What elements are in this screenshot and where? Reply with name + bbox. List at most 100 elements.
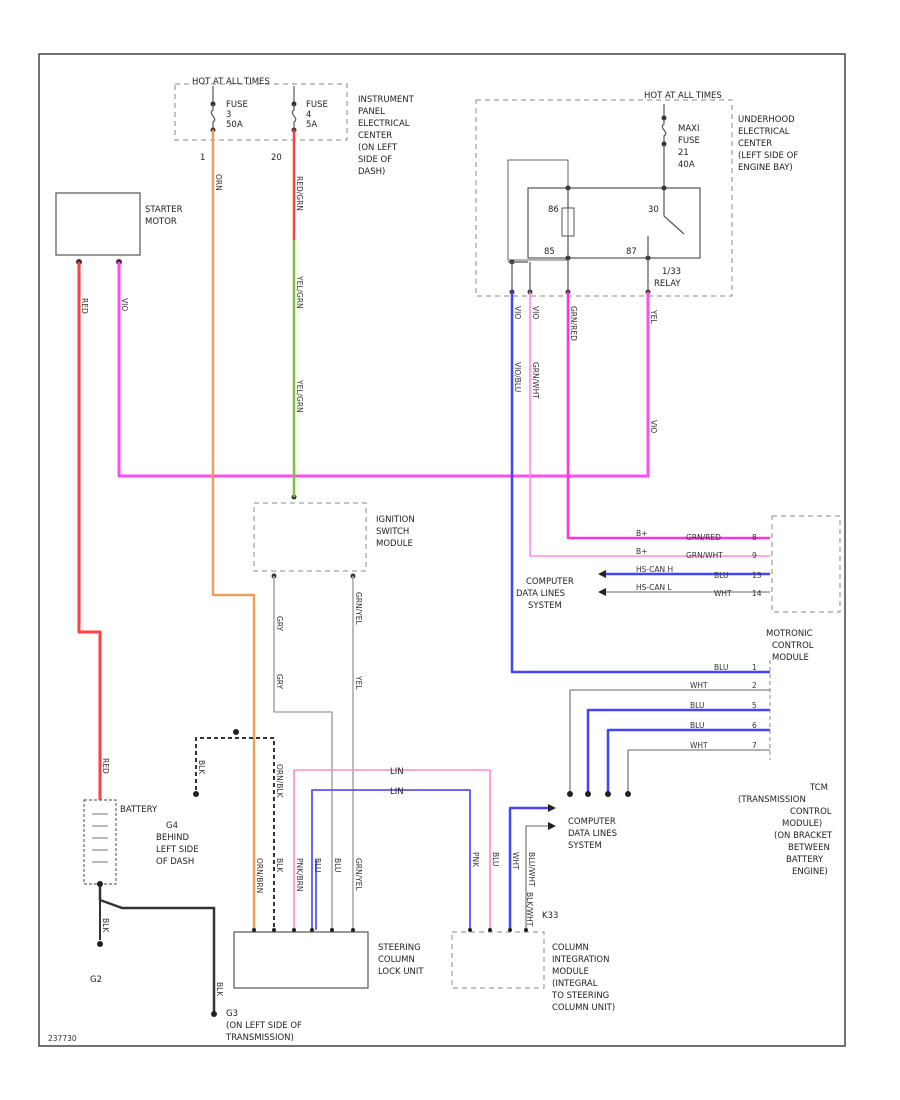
lin-label-2: LIN	[390, 787, 404, 797]
svg-text:7: 7	[752, 741, 757, 750]
relay-coil-icon	[561, 207, 575, 237]
computer-data-lines-lower-label: COMPUTER DATA LINES SYSTEM	[568, 817, 617, 851]
instrument-panel-label: INSTRUMENT PANEL ELECTRICAL CENTER (ON L…	[358, 95, 415, 177]
svg-text:RED: RED	[80, 298, 89, 314]
svg-text:CENTER: CENTER	[738, 139, 772, 149]
wire-starter-violet	[117, 262, 650, 478]
svg-text:SYSTEM: SYSTEM	[528, 601, 562, 611]
svg-text:MOTRONIC: MOTRONIC	[766, 629, 813, 639]
svg-text:13: 13	[752, 571, 762, 580]
figure-id-label: 237730	[48, 1034, 77, 1043]
svg-text:DATA LINES: DATA LINES	[516, 589, 565, 599]
svg-text:YEL/GRN: YEL/GRN	[295, 379, 304, 413]
svg-text:OF DASH: OF DASH	[156, 857, 194, 867]
svg-text:B+: B+	[636, 547, 647, 556]
tcm-connector-rows: B+ GRN/RED 8 B+ GRN/WHT 9 HS-CAN H BLU 1…	[636, 529, 762, 598]
svg-text:BEHIND: BEHIND	[156, 833, 189, 843]
steering-lock-label: STEERING COLUMN LOCK UNIT	[378, 943, 424, 977]
svg-text:LOCK UNIT: LOCK UNIT	[378, 967, 424, 977]
fuse-b-line3: 5A	[306, 120, 317, 130]
hot-at-all-times-right-label: HOT AT ALL TIMES	[644, 91, 722, 101]
svg-text:BLK: BLK	[197, 760, 206, 775]
svg-text:BLK/WHT: BLK/WHT	[525, 892, 534, 927]
svg-text:COMPUTER: COMPUTER	[526, 577, 574, 587]
svg-text:2: 2	[752, 681, 757, 690]
svg-text:GRN/YEL: GRN/YEL	[354, 858, 363, 891]
fuse-c-line1: MAXI	[678, 124, 699, 134]
svg-text:RED/GRN: RED/GRN	[295, 176, 304, 211]
svg-text:STEERING: STEERING	[378, 943, 421, 953]
diagram-frame	[38, 53, 846, 1047]
fuse-b-line2: 4	[306, 110, 311, 120]
svg-text:BLU: BLU	[690, 721, 704, 730]
tcm-module-label: TCM (TRANSMISSION CONTROL MODULE) (ON BR…	[738, 783, 833, 877]
relay-switch-icon	[647, 188, 685, 258]
instrument-panel-fuse-box	[174, 83, 348, 141]
wire-lin-pink	[293, 769, 491, 930]
underhood-electrical-center-box	[475, 99, 733, 297]
fuse-c-line2: FUSE	[678, 136, 700, 146]
svg-text:LEFT SIDE: LEFT SIDE	[156, 845, 199, 855]
g4-ground-point	[233, 729, 239, 735]
svg-text:PANEL: PANEL	[358, 107, 385, 117]
pin-1-label: 1	[200, 153, 205, 163]
svg-text:GRN/YEL: GRN/YEL	[354, 592, 363, 625]
g3-label: G3 (ON LEFT SIDE OF TRANSMISSION)	[225, 1009, 302, 1043]
svg-text:GRN/RED: GRN/RED	[569, 306, 578, 341]
battery-cells-icon	[92, 813, 108, 863]
wire-ign-gry	[273, 576, 333, 930]
svg-text:YEL: YEL	[649, 309, 658, 324]
wire-motronic-wht-1	[569, 689, 770, 792]
battery-label: BATTERY	[120, 805, 158, 815]
svg-text:UNDERHOOD: UNDERHOOD	[738, 115, 795, 125]
motronic-pin-rows: BLU 1 WHT 2 BLU 5 BLU 6 WHT 7	[690, 663, 757, 750]
ignition-switch-module-box	[253, 502, 367, 572]
relay-t85: 85	[544, 247, 555, 257]
svg-text:BLU/WHT: BLU/WHT	[527, 852, 536, 887]
svg-text:B+: B+	[636, 529, 647, 538]
svg-text:SYSTEM: SYSTEM	[568, 841, 602, 851]
relay-label: RELAY	[654, 279, 681, 289]
svg-text:MODULE: MODULE	[772, 653, 809, 663]
svg-text:G4: G4	[166, 821, 178, 831]
svg-text:BATTERY: BATTERY	[786, 855, 824, 865]
svg-text:PNK/BRN: PNK/BRN	[295, 858, 304, 892]
svg-text:GRY: GRY	[275, 674, 284, 690]
svg-text:COMPUTER: COMPUTER	[568, 817, 616, 827]
tcm-connector-box	[771, 515, 841, 613]
battery-symbol	[83, 799, 117, 885]
svg-text:TCM: TCM	[809, 783, 828, 793]
lin-label-1: LIN	[390, 767, 404, 777]
wire-motronic-blu-1	[586, 708, 770, 792]
svg-text:MODULE): MODULE)	[782, 819, 822, 829]
svg-text:BLK: BLK	[275, 858, 284, 873]
pin-20-label: 20	[271, 153, 282, 163]
g2-ground-point	[97, 941, 103, 947]
svg-text:DASH): DASH)	[358, 167, 385, 177]
svg-text:GRY: GRY	[275, 616, 284, 632]
underhood-label: UNDERHOOD ELECTRICAL CENTER (LEFT SIDE O…	[738, 115, 798, 173]
fuse-b-icon	[291, 104, 297, 130]
wire-motronic-wht-2	[627, 749, 770, 792]
fuse-c-icon	[661, 118, 667, 144]
svg-text:INSTRUMENT: INSTRUMENT	[358, 95, 415, 105]
relay-t86: 86	[548, 205, 559, 215]
svg-text:BLK: BLK	[101, 918, 110, 933]
svg-text:ELECTRICAL: ELECTRICAL	[358, 119, 410, 129]
arrow-can-l-icon	[598, 588, 606, 596]
computer-data-lines-upper-label: COMPUTER DATA LINES SYSTEM	[516, 577, 574, 611]
fuse-a-line1: FUSE	[226, 100, 248, 110]
svg-text:COLUMN UNIT): COLUMN UNIT)	[552, 1003, 615, 1013]
svg-text:(TRANSMISSION: (TRANSMISSION	[738, 795, 806, 805]
svg-text:(ON LEFT: (ON LEFT	[358, 143, 398, 153]
column-pin-label: K33	[542, 911, 558, 921]
svg-text:8: 8	[752, 533, 757, 542]
svg-text:MODULE: MODULE	[376, 539, 413, 549]
arrow-column-blue-icon	[548, 804, 556, 812]
svg-text:VIO: VIO	[649, 420, 658, 433]
svg-text:ELECTRICAL: ELECTRICAL	[738, 127, 790, 137]
relay-number: 1/33	[662, 267, 681, 277]
svg-text:YEL/GRN: YEL/GRN	[295, 275, 304, 309]
svg-text:BLU: BLU	[313, 858, 322, 872]
fuse-b-line1: FUSE	[306, 100, 328, 110]
